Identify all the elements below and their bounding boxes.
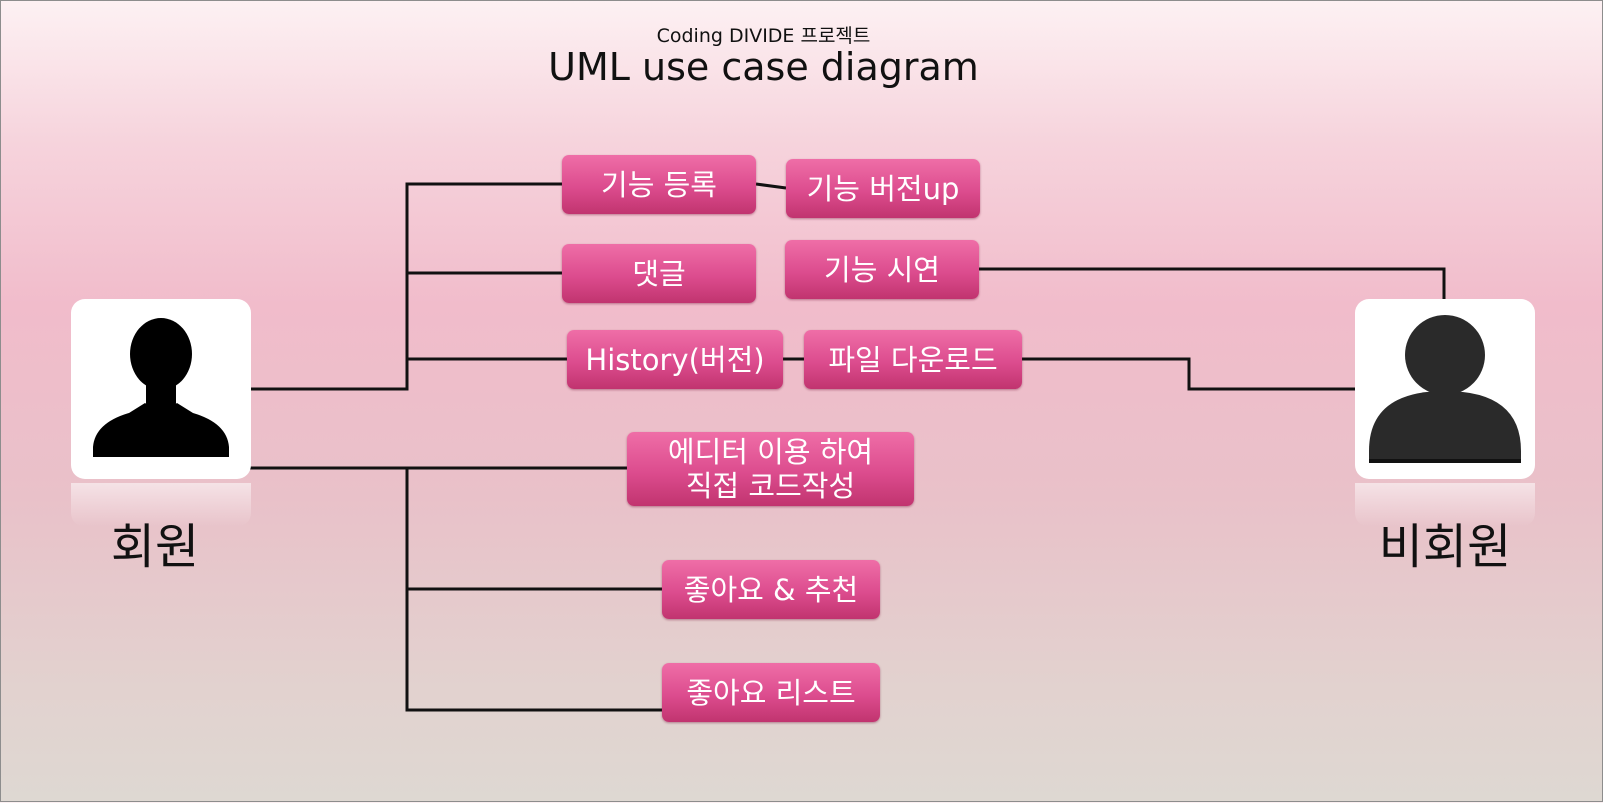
guest-actor-reflection [1355,483,1535,527]
usecase-download[interactable]: 파일 다운로드 [804,330,1022,389]
line-lower-branch [405,468,662,712]
line-guest-download [1022,357,1356,391]
member-actor-label: 회원 [110,519,200,575]
member-actor-reflection [71,483,251,527]
usecase-history[interactable]: History(버전) [567,330,783,389]
usecase-version-up[interactable]: 기능 버전up [786,159,980,218]
diagram-title: UML use case diagram [548,45,979,89]
usecase-like-recommend[interactable]: 좋아요 & 추천 [662,560,880,619]
usecase-like-list[interactable]: 좋아요 리스트 [662,663,880,722]
usecase-demo[interactable]: 기능 시연 [785,240,979,299]
member-silhouette-icon [93,318,229,457]
usecase-register[interactable]: 기능 등록 [562,155,756,214]
member-actor-card [71,299,251,479]
diagram-subtitle: Coding DIVIDE 프로젝트 [656,25,871,47]
usecase-comment[interactable]: 댓글 [562,244,756,303]
guest-actor-card [1355,299,1535,479]
line-register-versionup [755,182,787,190]
guest-silhouette-icon [1369,315,1521,463]
line-guest-demo [979,267,1446,300]
line-member-upper-trunk [250,182,564,391]
guest-actor-label: 비회원 [1378,519,1512,575]
usecase-editor[interactable]: 에디터 이용 하여 직접 코드작성 [627,432,914,506]
